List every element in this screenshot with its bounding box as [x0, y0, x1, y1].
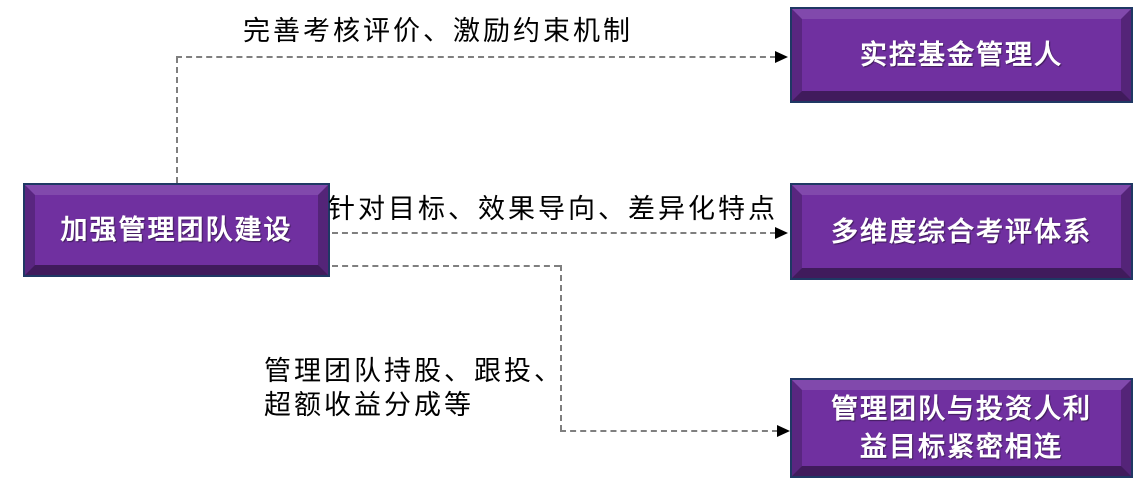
node-strengthen-management-team: 加强管理团队建设 — [23, 183, 330, 277]
arrow-right-icon — [777, 425, 790, 437]
edge-label-bottom-line2: 超额收益分成等 — [264, 390, 474, 420]
arrow-right-icon — [775, 51, 788, 63]
node-aligned-interests: 管理团队与投资人利 益目标紧密相连 — [790, 378, 1133, 478]
node-label: 多维度综合考评体系 — [831, 216, 1092, 247]
node-label-line2: 益目标紧密相连 — [860, 432, 1063, 462]
edge-label-bottom-line1: 管理团队持股、跟投、 — [264, 356, 564, 386]
connector-bottom-horizontal-1 — [332, 265, 560, 267]
arrow-right-icon — [775, 227, 788, 239]
edge-label-bottom: 管理团队持股、跟投、 超额收益分成等 — [264, 354, 564, 422]
node-label-line1: 管理团队与投资人利 — [831, 394, 1092, 424]
connector-top-horizontal — [176, 56, 776, 58]
node-evaluation-system: 多维度综合考评体系 — [790, 183, 1133, 280]
edge-label-top: 完善考核评价、激励约束机制 — [243, 16, 633, 46]
node-label: 加强管理团队建设 — [60, 215, 293, 245]
node-control-fund-manager: 实控基金管理人 — [790, 7, 1133, 103]
node-label: 实控基金管理人 — [860, 40, 1063, 70]
connector-bottom-vertical — [560, 265, 562, 431]
edge-label-middle: 针对目标、效果导向、差异化特点 — [328, 194, 778, 224]
node-label: 管理团队与投资人利 益目标紧密相连 — [817, 390, 1106, 466]
connector-middle-horizontal — [332, 232, 776, 234]
connector-bottom-horizontal-2 — [560, 430, 778, 432]
connector-top-vertical — [176, 57, 178, 183]
